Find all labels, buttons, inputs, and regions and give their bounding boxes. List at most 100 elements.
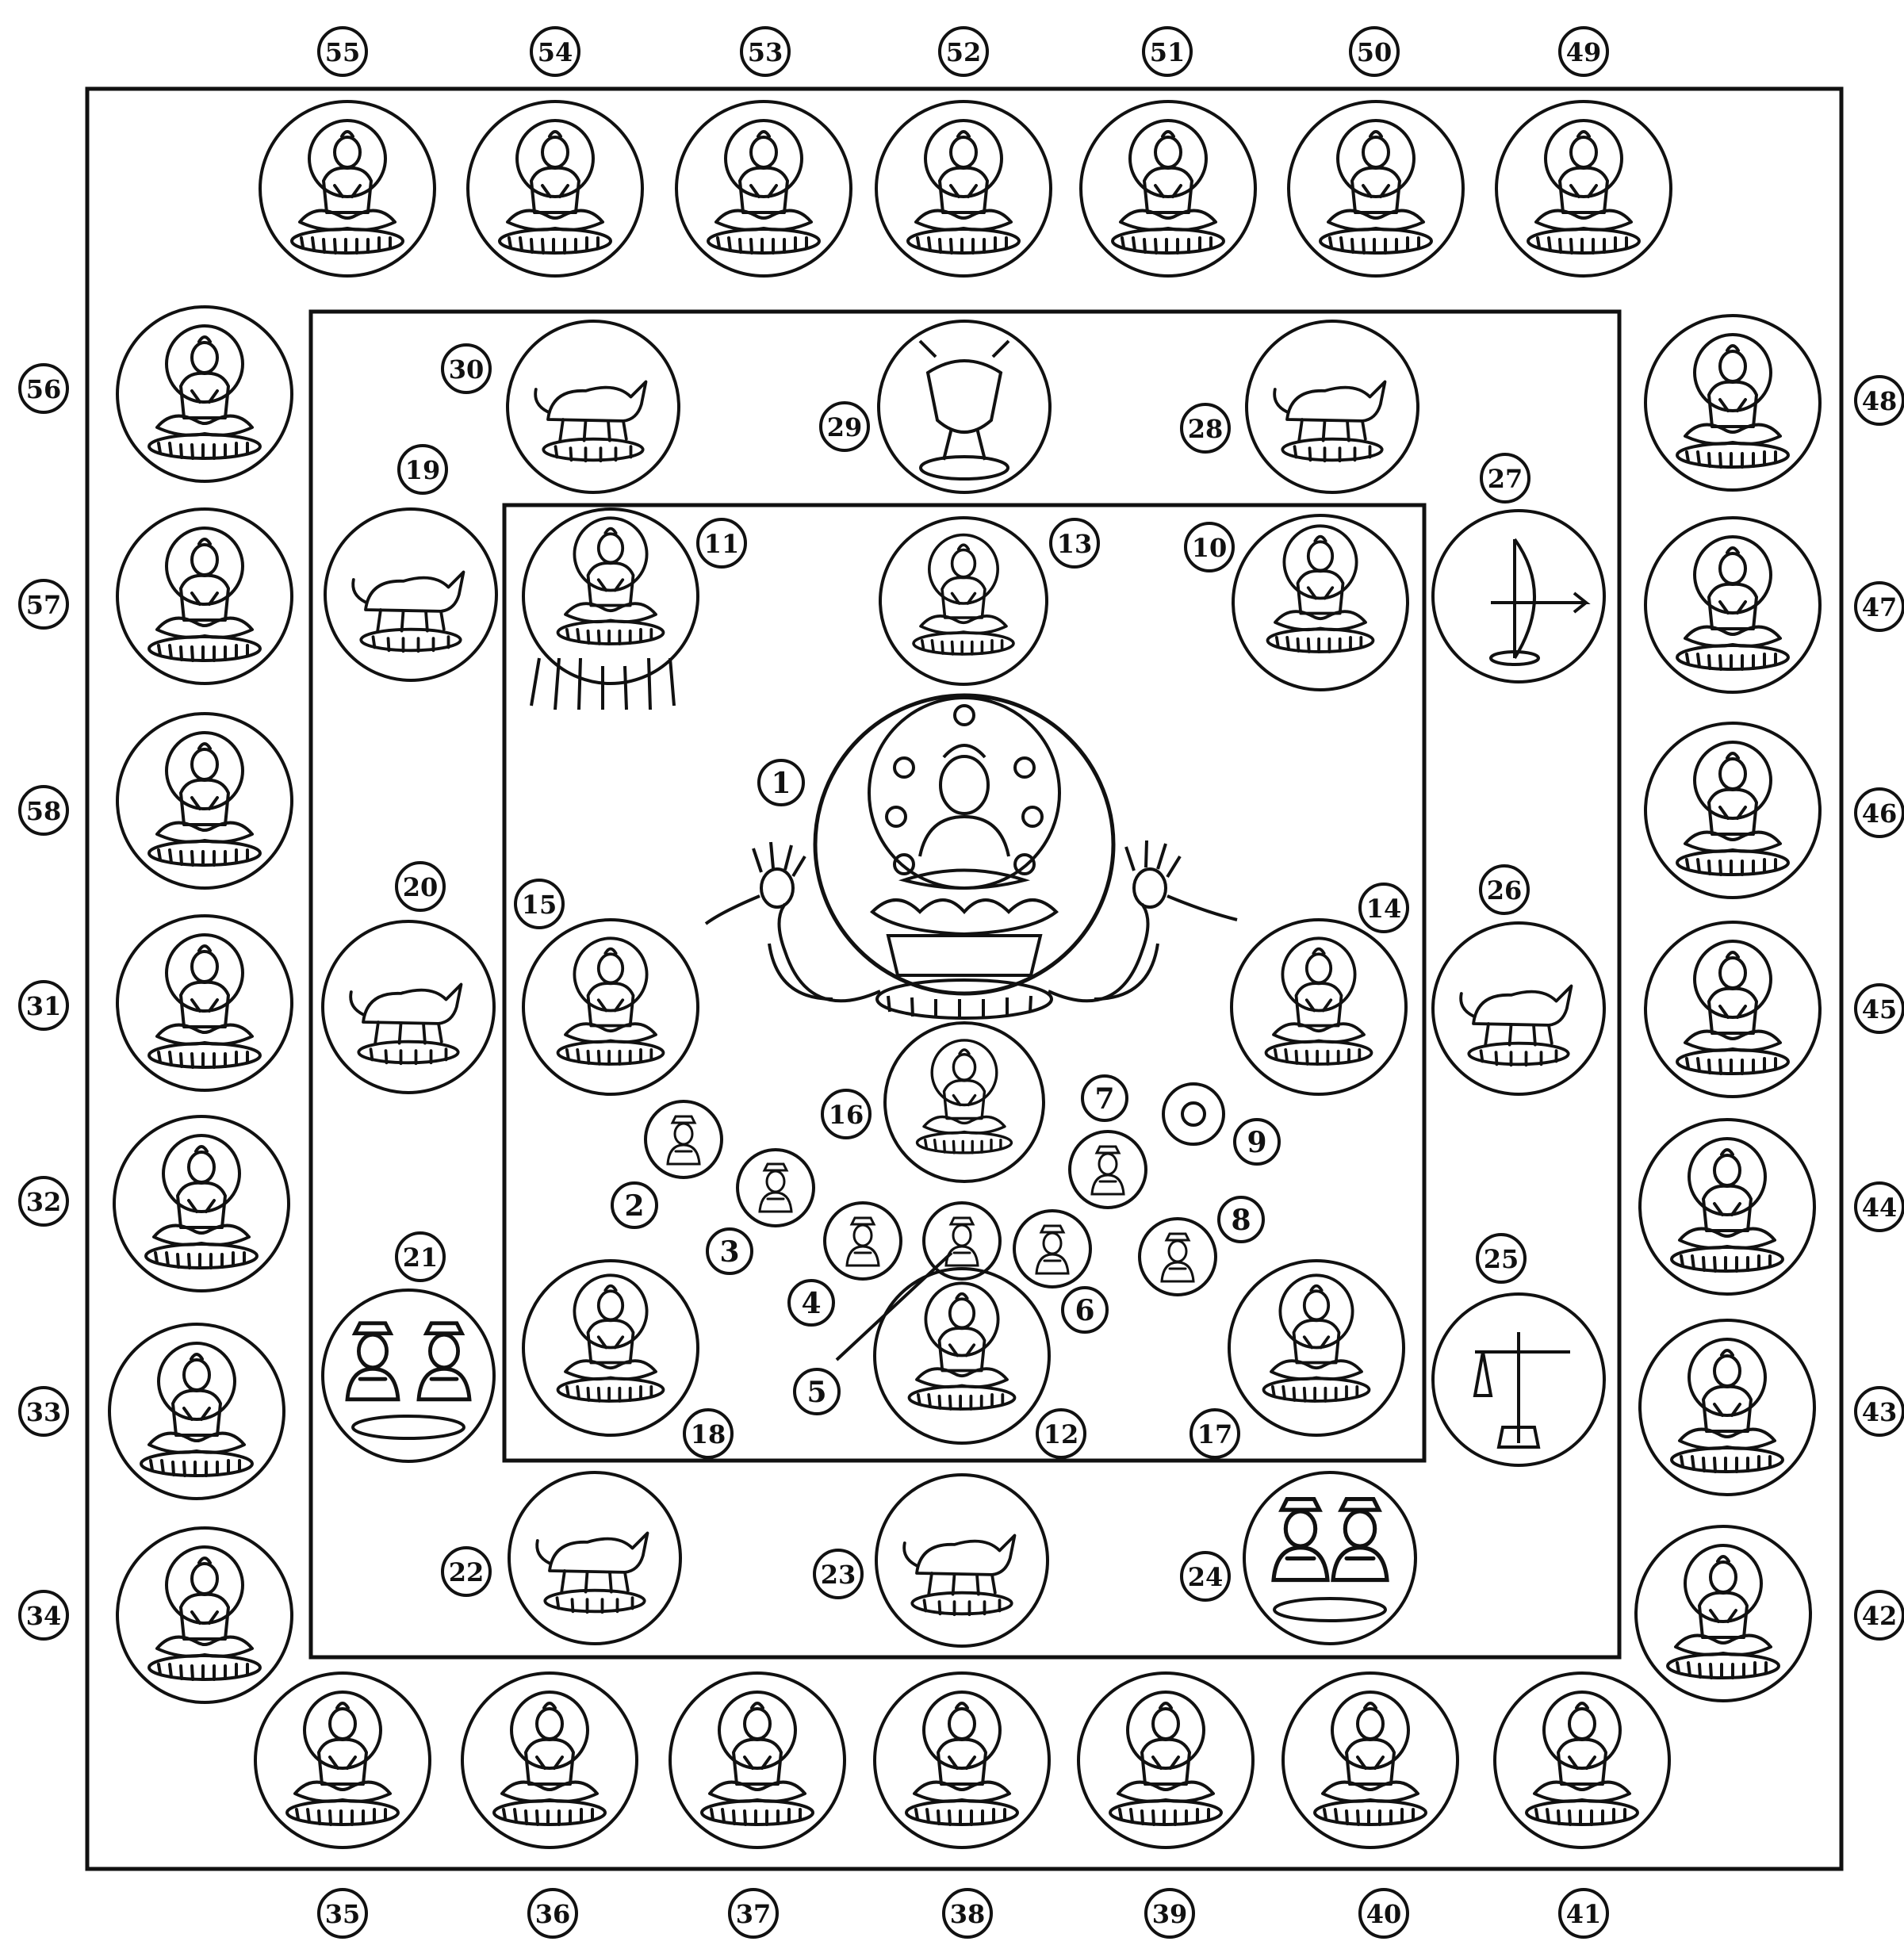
label-31: 31 (20, 982, 67, 1029)
svg-text:20: 20 (403, 872, 439, 902)
svg-text:15: 15 (522, 890, 557, 920)
svg-text:14: 14 (1366, 894, 1402, 924)
emblem-23 (876, 1475, 1048, 1646)
svg-text:35: 35 (325, 1899, 361, 1929)
label-22: 22 (442, 1548, 490, 1595)
label-57: 57 (20, 580, 67, 628)
svg-text:54: 54 (538, 37, 573, 67)
label-53: 53 (741, 28, 789, 75)
label-30: 30 (442, 345, 490, 392)
svg-text:4: 4 (801, 1287, 821, 1320)
emblem-30 (508, 321, 679, 492)
deity-13 (880, 518, 1047, 684)
svg-text:13: 13 (1057, 529, 1093, 559)
label-12: 12 (1037, 1410, 1085, 1457)
emblem-20 (323, 921, 494, 1093)
svg-text:48: 48 (1862, 386, 1898, 416)
svg-text:11: 11 (704, 529, 740, 559)
label-45: 45 (1856, 985, 1903, 1032)
label-54: 54 (531, 28, 579, 75)
svg-text:36: 36 (535, 1899, 571, 1929)
label-43: 43 (1856, 1388, 1903, 1435)
label-7: 7 (1082, 1076, 1127, 1120)
deity-14 (1232, 920, 1406, 1094)
emblem-21 (323, 1290, 494, 1461)
deity-16 (885, 1023, 1044, 1181)
svg-text:16: 16 (829, 1100, 864, 1130)
svg-text:52: 52 (946, 37, 982, 67)
label-37: 37 (730, 1890, 777, 1937)
central-buddha (706, 695, 1237, 1019)
emblem-25 (1433, 1294, 1604, 1465)
svg-text:53: 53 (748, 37, 783, 67)
emblem-26 (1433, 923, 1604, 1094)
svg-text:42: 42 (1862, 1601, 1898, 1631)
svg-text:57: 57 (26, 590, 62, 620)
svg-text:55: 55 (325, 37, 361, 67)
label-21: 21 (397, 1233, 444, 1281)
svg-text:12: 12 (1044, 1419, 1079, 1449)
svg-text:50: 50 (1357, 37, 1393, 67)
label-15: 15 (515, 880, 563, 928)
svg-text:45: 45 (1862, 994, 1898, 1024)
label-26: 26 (1481, 866, 1528, 913)
label-40: 40 (1360, 1890, 1408, 1937)
label-17: 17 (1191, 1410, 1239, 1457)
label-46: 46 (1856, 789, 1903, 837)
label-27: 27 (1481, 454, 1529, 502)
deity-18 (523, 1261, 698, 1435)
label-39: 39 (1146, 1890, 1193, 1937)
emblem-24 (1244, 1472, 1416, 1644)
label-14: 14 (1360, 884, 1408, 932)
label-3: 3 (707, 1229, 752, 1273)
label-55: 55 (319, 28, 366, 75)
deity-11 (523, 509, 698, 710)
svg-text:26: 26 (1487, 875, 1523, 906)
small-figures (646, 1084, 1224, 1360)
svg-text:32: 32 (26, 1187, 62, 1217)
svg-text:49: 49 (1566, 37, 1602, 67)
svg-text:47: 47 (1862, 592, 1898, 622)
emblem-19 (325, 509, 496, 680)
svg-text:51: 51 (1150, 37, 1186, 67)
label-47: 47 (1856, 583, 1903, 630)
svg-text:23: 23 (821, 1560, 856, 1590)
deity-10 (1233, 515, 1408, 690)
svg-text:7: 7 (1094, 1082, 1114, 1116)
emblem-29 (879, 321, 1050, 492)
svg-text:40: 40 (1366, 1899, 1402, 1929)
label-8: 8 (1219, 1197, 1263, 1242)
label-42: 42 (1856, 1591, 1903, 1639)
emblem-28 (1247, 321, 1418, 492)
label-52: 52 (940, 28, 987, 75)
label-2: 2 (612, 1183, 657, 1227)
deity-12 (875, 1269, 1049, 1443)
svg-text:29: 29 (827, 412, 863, 442)
emblem-27 (1433, 511, 1604, 682)
svg-text:33: 33 (26, 1397, 62, 1427)
label-44: 44 (1856, 1183, 1903, 1231)
svg-text:19: 19 (405, 455, 441, 485)
svg-text:25: 25 (1484, 1244, 1519, 1274)
svg-text:5: 5 (806, 1376, 826, 1409)
label-5: 5 (795, 1369, 839, 1414)
label-20: 20 (397, 863, 444, 910)
svg-text:30: 30 (449, 354, 485, 385)
svg-text:18: 18 (691, 1419, 726, 1449)
label-51: 51 (1144, 28, 1191, 75)
svg-text:56: 56 (26, 374, 62, 404)
label-48: 48 (1856, 377, 1903, 424)
label-25: 25 (1477, 1235, 1525, 1282)
svg-text:34: 34 (26, 1601, 62, 1631)
svg-text:9: 9 (1247, 1126, 1266, 1159)
svg-text:44: 44 (1862, 1193, 1898, 1223)
label-11: 11 (698, 519, 745, 567)
svg-text:27: 27 (1488, 464, 1523, 494)
svg-text:41: 41 (1566, 1899, 1602, 1929)
label-33: 33 (20, 1388, 67, 1435)
svg-text:17: 17 (1197, 1419, 1233, 1449)
label-29: 29 (821, 403, 868, 450)
label-18: 18 (684, 1410, 732, 1457)
svg-text:1: 1 (771, 767, 791, 800)
